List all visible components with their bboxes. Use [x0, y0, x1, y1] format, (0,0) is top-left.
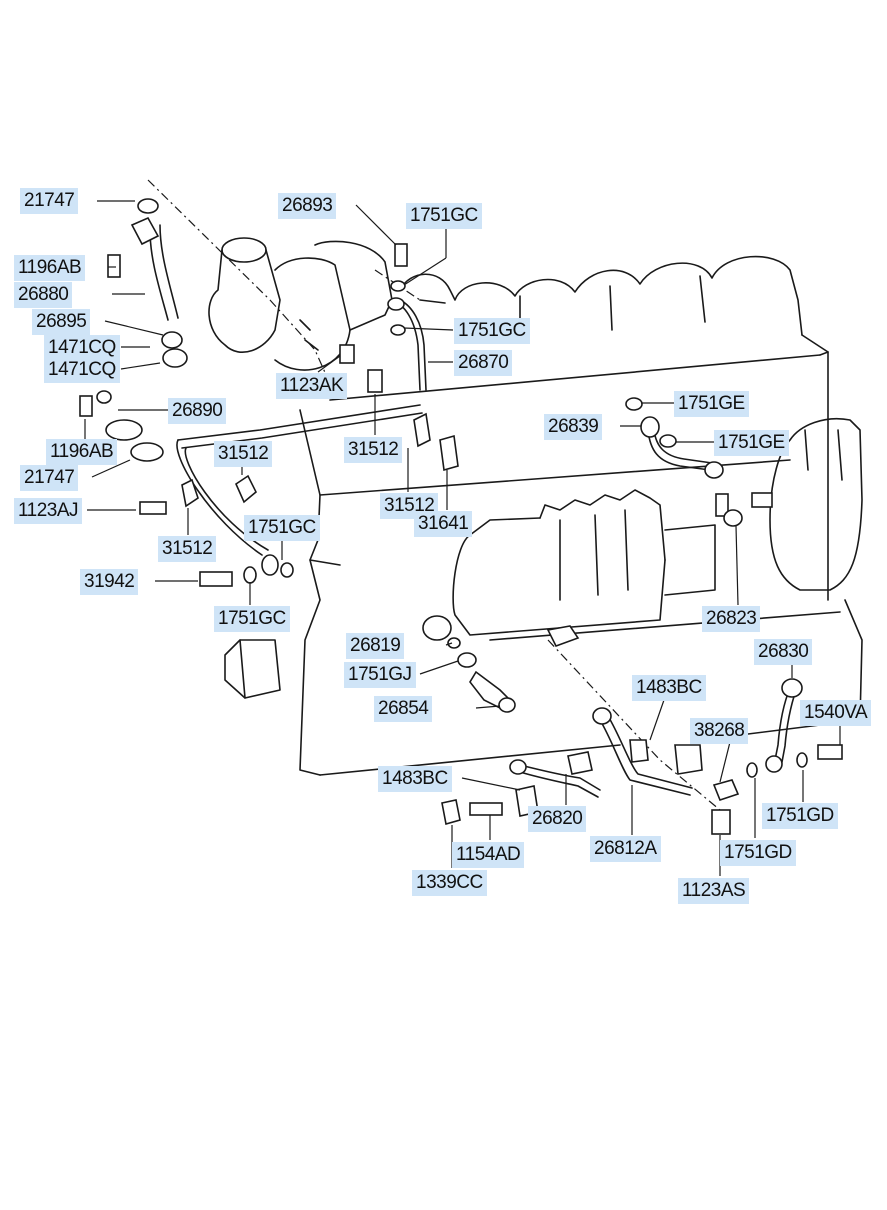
callout-1751GC[interactable]: 1751GC [244, 515, 320, 541]
callout-26812A[interactable]: 26812A [590, 836, 661, 862]
callout-1751GE[interactable]: 1751GE [674, 391, 749, 417]
callout-31512[interactable]: 31512 [158, 536, 217, 562]
callout-1154AD[interactable]: 1154AD [452, 842, 525, 868]
callout-21747[interactable]: 21747 [20, 188, 79, 214]
callout-31641[interactable]: 31641 [414, 511, 473, 537]
callout-1471CQ[interactable]: 1471CQ [44, 357, 120, 383]
callout-1123AJ[interactable]: 1123AJ [14, 498, 83, 524]
callout-26890[interactable]: 26890 [168, 398, 227, 424]
callout-31942[interactable]: 31942 [80, 569, 139, 595]
callout-26854[interactable]: 26854 [374, 696, 433, 722]
callout-1751GJ[interactable]: 1751GJ [344, 662, 416, 688]
callout-1751GC[interactable]: 1751GC [214, 606, 290, 632]
callout-1540VA[interactable]: 1540VA [800, 700, 872, 726]
callout-21747[interactable]: 21747 [20, 465, 79, 491]
callout-1471CQ[interactable]: 1471CQ [44, 335, 120, 361]
callout-1196AB[interactable]: 1196AB [46, 439, 118, 465]
callout-1751GE[interactable]: 1751GE [714, 430, 789, 456]
callout-26880[interactable]: 26880 [14, 282, 73, 308]
callout-26830[interactable]: 26830 [754, 639, 813, 665]
callout-1123AS[interactable]: 1123AS [678, 878, 750, 904]
callout-1339CC[interactable]: 1339CC [412, 870, 487, 896]
callout-1751GD[interactable]: 1751GD [762, 803, 838, 829]
callout-26820[interactable]: 26820 [528, 806, 587, 832]
callout-31512[interactable]: 31512 [214, 441, 273, 467]
callout-26870[interactable]: 26870 [454, 350, 513, 376]
callout-1751GD[interactable]: 1751GD [720, 840, 796, 866]
callout-1196AB[interactable]: 1196AB [14, 255, 86, 281]
callout-1483BC[interactable]: 1483BC [632, 675, 706, 701]
callout-38268[interactable]: 38268 [690, 718, 749, 744]
engine-block-drawing [79, 179, 863, 835]
callout-26893[interactable]: 26893 [278, 193, 337, 219]
callout-26823[interactable]: 26823 [702, 606, 761, 632]
callout-1483BC[interactable]: 1483BC [378, 766, 452, 792]
callout-26819[interactable]: 26819 [346, 633, 405, 659]
callout-1751GC[interactable]: 1751GC [454, 318, 530, 344]
callout-31512[interactable]: 31512 [344, 437, 403, 463]
callout-26895[interactable]: 26895 [32, 309, 91, 335]
callout-26839[interactable]: 26839 [544, 414, 603, 440]
callout-1123AK[interactable]: 1123AK [276, 373, 348, 399]
callout-1751GC[interactable]: 1751GC [406, 203, 482, 229]
